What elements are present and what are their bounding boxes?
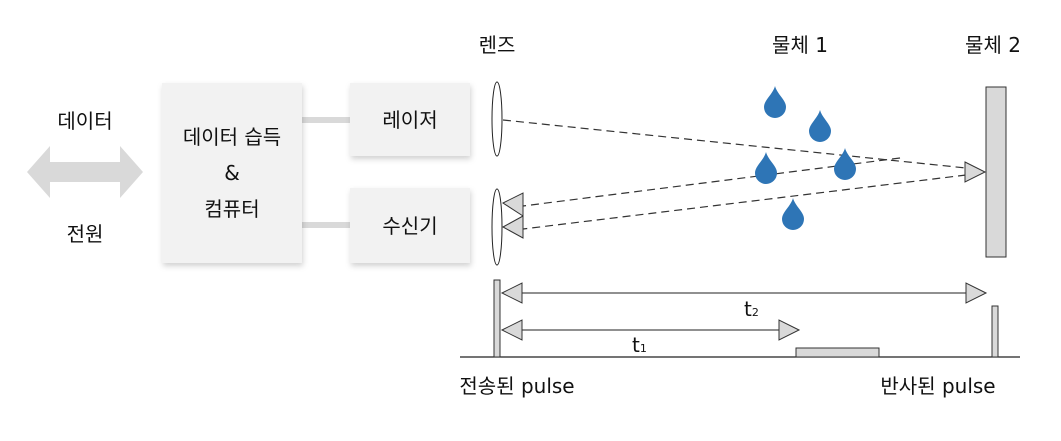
receive-arrowhead-1	[501, 192, 524, 217]
receiver-block	[350, 188, 470, 263]
object1-label: 물체 1	[772, 33, 828, 57]
raindrop-icon	[782, 198, 804, 230]
data-power-double-arrow	[27, 146, 143, 198]
computer-line-1: 데이터 습득	[183, 125, 281, 149]
beam-arrowhead	[964, 161, 987, 183]
laser-block	[350, 83, 470, 156]
t1-arrowhead-left	[500, 319, 523, 341]
computer-block	[162, 83, 302, 263]
raindrop-icon	[764, 86, 786, 118]
receiver-label: 수신기	[382, 214, 437, 238]
return-beam-1	[522, 157, 901, 207]
outgoing-beam	[502, 119, 967, 169]
reflected-pulse-label: 반사된 pulse	[880, 374, 995, 398]
t1-label: t1	[632, 333, 647, 357]
return-beam-2	[522, 174, 967, 230]
raindrop-icon	[834, 148, 856, 180]
t2-arrowhead-left	[500, 282, 523, 304]
t1-arrowhead-right	[778, 319, 801, 341]
object2-target	[985, 86, 1007, 258]
object2-label: 물체 2	[965, 33, 1021, 57]
t2-label: t2	[744, 297, 759, 321]
receive-arrowhead-2	[501, 215, 524, 239]
raindrop-icon	[809, 110, 831, 142]
t2-arrowhead-right	[965, 282, 988, 304]
computer-line-2: &	[224, 161, 240, 185]
power-label: 전원	[67, 222, 104, 246]
transmit-lens	[491, 81, 503, 157]
receive-lens	[491, 188, 503, 266]
reflected-pulse	[991, 305, 999, 358]
raindrop-icon	[755, 152, 777, 184]
lens-label: 렌즈	[479, 33, 516, 57]
weak-reflection-pulse	[795, 347, 880, 358]
transmitted-pulse-label: 전송된 pulse	[459, 374, 574, 398]
receiver-connector	[302, 222, 350, 228]
laser-label: 레이저	[382, 108, 437, 132]
transmitted-pulse	[493, 279, 501, 358]
data-label: 데이터	[57, 109, 112, 133]
laser-connector	[302, 117, 350, 123]
computer-line-3: 컴퓨터	[204, 197, 259, 221]
